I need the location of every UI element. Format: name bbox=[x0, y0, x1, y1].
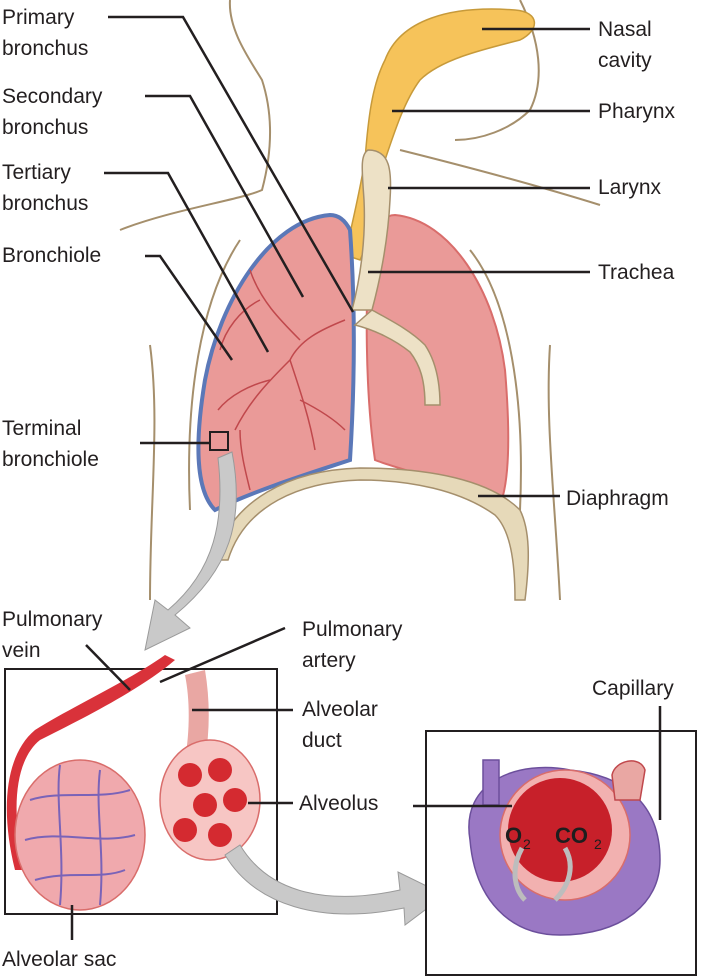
label-bronchiole: Bronchiole bbox=[2, 244, 102, 267]
bronchi-shape bbox=[353, 309, 441, 406]
o2-label: O bbox=[505, 823, 522, 848]
gas-exchange-arrow-co2 bbox=[553, 846, 573, 902]
label-capillary: Capillary bbox=[592, 677, 674, 700]
alveolar-sac-shape bbox=[14, 759, 146, 911]
label-terminal-bronchiole: Terminal bronchiole bbox=[2, 417, 99, 471]
label-alveolus: Alveolus bbox=[299, 792, 379, 815]
label-primary-bronchus: Primary bronchus bbox=[2, 6, 89, 60]
label-pharynx: Pharynx bbox=[598, 100, 676, 123]
alveolar-cluster-shape bbox=[159, 739, 261, 861]
co2-subscript: 2 bbox=[594, 836, 602, 852]
diaphragm-shape bbox=[214, 467, 530, 601]
left-lung-shape bbox=[196, 212, 356, 513]
bronchial-tree bbox=[217, 269, 346, 491]
label-nasal-cavity: Nasal cavity bbox=[598, 18, 652, 72]
label-pulmonary-vein: Pulmonary vein bbox=[2, 608, 103, 662]
co2-label: CO bbox=[555, 823, 588, 848]
right-lung-shape bbox=[365, 213, 510, 507]
zoom-arrow-1 bbox=[144, 451, 237, 651]
label-alveolar-sac: Alveolar sac bbox=[2, 948, 117, 971]
label-trachea: Trachea bbox=[598, 261, 675, 284]
label-larynx: Larynx bbox=[598, 176, 662, 199]
label-secondary-bronchus: Secondary bronchus bbox=[2, 85, 103, 139]
label-tertiary-bronchus: Tertiary bronchus bbox=[2, 161, 89, 215]
gas-exchange-arrow-o2 bbox=[512, 846, 527, 902]
label-pulmonary-artery: Pulmonary artery bbox=[302, 618, 403, 672]
leader-lines bbox=[70, 15, 662, 940]
zoom-arrow-2 bbox=[224, 844, 446, 926]
terminal-bronchiole-marker bbox=[209, 431, 229, 451]
nasal-cavity-shape bbox=[364, 8, 536, 161]
pulmonary-artery-shape bbox=[185, 670, 209, 760]
o2-subscript: 2 bbox=[523, 836, 531, 852]
label-diaphragm: Diaphragm bbox=[566, 487, 669, 510]
label-alveolar-duct: Alveolar duct bbox=[302, 698, 378, 752]
